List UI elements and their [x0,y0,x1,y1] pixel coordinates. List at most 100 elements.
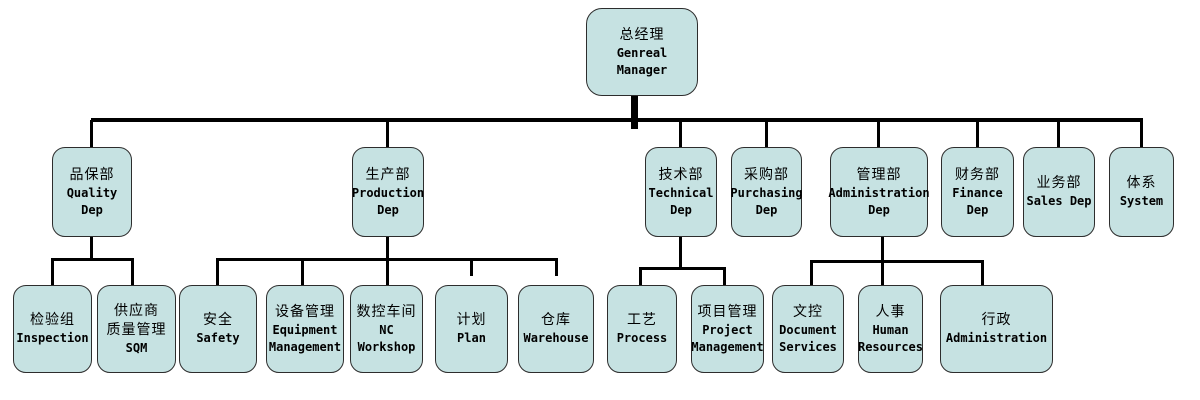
node-system[interactable]: 体系 System [1109,147,1174,237]
connector-drop-project [723,267,726,286]
node-label-en: Administration [945,331,1048,345]
node-label-en: Safety [196,331,240,345]
node-warehouse[interactable]: 仓库 Warehouse [518,285,594,373]
connector-main-bus [91,118,1143,122]
connector-quality-bar [51,258,134,261]
node-label-zh: 数控车间 [356,303,417,320]
node-label-en: Workshop [357,339,416,354]
node-label-zh: 品保部 [69,166,115,183]
node-label-zh: 总经理 [619,26,665,43]
connector-drop-document [810,260,813,286]
node-label-en: Warehouse [523,331,589,345]
connector-gm-stub [631,95,638,129]
connector-drop-plan [470,258,473,276]
connector-drop-sqm [131,258,134,286]
connector-drop-process [639,267,642,286]
node-technical-dep[interactable]: 技术部 Technical Dep [645,147,717,237]
node-label-en: Production [351,185,425,200]
node-label-zh: 质量管理 [106,321,167,338]
connector-drop-warehouse [555,258,558,276]
connector-drop-inspection [51,258,54,286]
connector-quality-stem [90,237,93,259]
node-label-zh: 体系 [1126,175,1157,191]
node-document-services[interactable]: 文控 Document Services [772,285,844,373]
node-human-resources[interactable]: 人事 Human Resources [858,285,923,373]
node-label-en: Technical [648,185,714,200]
node-label-en: Human [872,322,909,337]
node-label-zh: 行政 [981,312,1012,328]
node-label-en: Resources [857,339,924,354]
node-equipment-management[interactable]: 设备管理 Equipment Management [266,285,344,373]
connector-drop-admin-dep [877,120,880,148]
node-label-zh: 人事 [875,303,906,320]
node-inspection[interactable]: 检验组 Inspection [13,285,92,373]
connector-technical-stem [679,237,682,269]
node-label-zh: 安全 [203,312,233,328]
node-label-en: Process [616,331,668,345]
node-label-zh: 财务部 [955,166,1000,183]
connector-production-bar [216,258,558,261]
node-quality-dep[interactable]: 品保部 Quality Dep [52,147,132,237]
node-label-en: Plan [457,331,486,345]
connector-drop-safety [216,258,219,286]
node-sqm[interactable]: 供应商 质量管理 SQM [97,285,176,373]
node-finance-dep[interactable]: 财务部 Finance Dep [941,147,1014,237]
node-administration-dep[interactable]: 管理部 Administration Dep [828,147,930,237]
connector-drop-purchasing [765,120,768,148]
node-label-en: Management [268,339,342,354]
node-label-en: Services [779,339,837,354]
node-purchasing-dep[interactable]: 采购部 Purchasing Dep [730,147,803,237]
node-label-en: Finance [952,185,1003,200]
node-label-zh: 生产部 [365,166,411,183]
connector-drop-finance [976,120,979,148]
node-label-en: Dep [755,202,778,217]
node-label-en: Inspection [16,331,89,345]
node-nc-workshop[interactable]: 数控车间 NC Workshop [350,285,423,373]
node-label-zh: 检验组 [30,312,75,328]
node-label-zh: 计划 [456,312,487,328]
connector-drop-system [1140,120,1143,148]
node-plan[interactable]: 计划 Plan [435,285,508,373]
connector-drop-sales [1057,120,1060,148]
connector-drop-technical [679,120,682,148]
connector-drop-admin2 [981,260,984,286]
node-label-en: Genreal [616,45,668,60]
node-label-zh: 管理部 [856,166,902,183]
connector-drop-equipment [301,258,304,286]
node-label-en: Dep [868,202,890,217]
node-label-zh: 供应商 [114,302,159,319]
node-label-zh: 采购部 [744,166,789,183]
node-label-zh: 文控 [793,303,823,320]
node-label-en: Manager [616,62,668,77]
node-administration[interactable]: 行政 Administration [940,285,1053,373]
node-sales-dep[interactable]: 业务部 Sales Dep [1023,147,1095,237]
node-label-zh: 项目管理 [697,303,758,320]
connector-drop-production [386,120,389,148]
node-label-en: Quality [66,185,118,200]
node-label-en: Equipment [272,322,338,337]
node-label-zh: 设备管理 [275,303,335,320]
node-project-management[interactable]: 项目管理 Project Management [691,285,764,373]
node-production-dep[interactable]: 生产部 Production Dep [352,147,424,237]
node-label-en: Dep [377,202,399,217]
connector-technical-bar [639,267,726,270]
node-label-zh: 工艺 [627,312,657,328]
connector-admin-bar [810,260,984,263]
connector-drop-quality [90,120,93,148]
node-label-en: NC [379,322,394,337]
node-general-manager[interactable]: 总经理 Genreal Manager [586,8,698,96]
node-label-en: Dep [81,202,103,217]
node-label-en: Dep [966,202,989,217]
node-label-en: SQM [125,340,148,355]
node-label-en: Project [702,322,753,337]
node-label-en: Purchasing [730,185,803,200]
node-process[interactable]: 工艺 Process [607,285,677,373]
node-label-zh: 仓库 [541,312,571,328]
node-label-en: System [1119,194,1164,208]
node-label-en: Sales Dep [1026,194,1092,208]
node-label-zh: 业务部 [1036,175,1082,191]
node-safety[interactable]: 安全 Safety [179,285,257,373]
node-label-zh: 技术部 [658,166,704,183]
node-label-en: Management [691,339,764,354]
